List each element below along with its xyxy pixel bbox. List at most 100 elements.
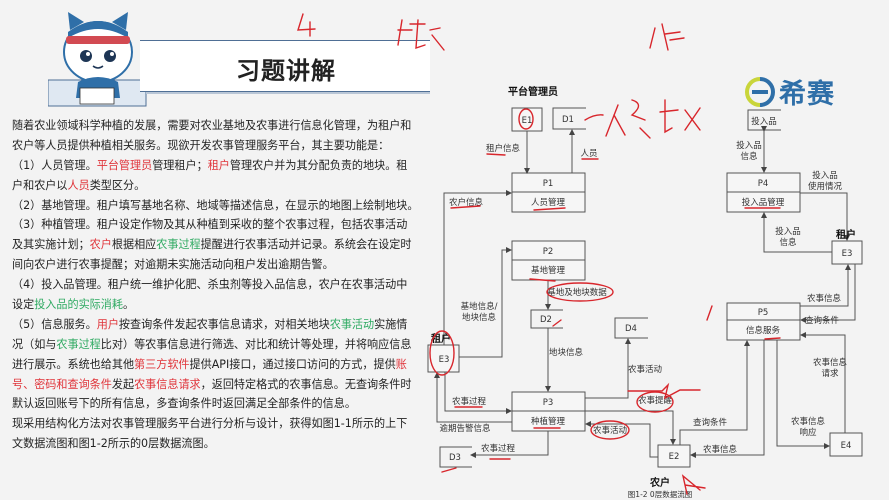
flow-input-usage — [800, 192, 850, 241]
text-segment: 进行展示。系统也给其他 — [12, 357, 135, 371]
process-p5 — [726, 302, 801, 341]
text-segment: 间向农户进行农事提醒；对逾期未实施活动向租户发出逾期告警。 — [12, 258, 334, 272]
highlighted-term: 农事过程 — [56, 337, 101, 351]
flow-farm-activity-2 — [585, 421, 658, 458]
text-segment: 。 — [122, 298, 135, 312]
p1-name: 人员管理 — [531, 197, 566, 208]
label-response-a: 农事信息 — [791, 416, 826, 427]
brand-logo: 希赛 — [745, 72, 835, 111]
p1-id: P1 — [543, 179, 554, 189]
question-line: 默认返回账号下的所有信息，多查询条件时返回满足全部条件的信息。 — [12, 394, 422, 414]
flow-request — [800, 332, 846, 433]
flow-farm-info-2 — [800, 264, 851, 307]
d2-id: D2 — [540, 315, 552, 325]
text-segment: （1）人员管理。 — [12, 158, 97, 172]
question-line: 随着农业领域科学种植的发展，需要对农业基地及农事进行信息化管理，为租户和 — [12, 116, 422, 136]
text-segment: 默认返回账号下的所有信息，多查询条件时返回满足全部条件的信息。 — [12, 397, 356, 411]
label-input-info-2b: 信息 — [779, 237, 797, 248]
flow-reminder — [585, 410, 676, 445]
flow-farm-process-2 — [470, 431, 549, 458]
text-segment: 随着农业领域科学种植的发展，需要对农业基地及农事进行信息化管理，为租户和 — [12, 119, 412, 132]
text-segment: （3）种植管理。租户设定作物及其从种植到采收的整个农事过程，包括农事活动 — [12, 218, 408, 232]
label-farm-reminder: 农事提醒 — [638, 395, 673, 406]
label-farm-process-1: 农事过程 — [452, 396, 487, 407]
label-query-1: 查询条件 — [693, 417, 728, 428]
p3-id: P3 — [543, 398, 554, 408]
question-line: 间向农户进行农事提醒；对逾期未实施活动向租户发出逾期告警。 — [12, 255, 422, 275]
label-farmer: 农户 — [649, 476, 670, 489]
mascot-cat-illustration — [48, 12, 147, 107]
question-line: 农户等人员提供种植相关服务。现欲开发农事管理服务平台，其主要功能是： — [12, 136, 422, 156]
text-segment: （4）投入品管理。租户统一维护化肥、杀虫剂等投入品信息，农户在农事活动中 — [12, 278, 408, 292]
handwritten-annotations — [297, 13, 781, 495]
text-segment: 况（如与 — [12, 337, 57, 351]
label-farm-activity-2: 农事活动 — [593, 425, 628, 436]
label-plot-info-a: 地块信息 — [462, 312, 497, 323]
e4-id: E4 — [841, 441, 852, 451]
flow-query-1 — [679, 340, 750, 445]
d4-id: D4 — [625, 324, 637, 334]
label-tenant-right: 租户 — [836, 228, 856, 241]
label-input-info-2a: 投入品 — [775, 226, 801, 237]
label-overdue-alert: 逾期告警信息 — [439, 423, 491, 434]
d1-id: D1 — [562, 115, 574, 125]
flow-overdue — [434, 372, 512, 423]
p4-name: 投入品管理 — [742, 197, 785, 208]
label-platform-admin: 平台管理员 — [508, 85, 558, 98]
question-line: 况（如与农事过程比对）等农事信息进行筛选、对比和统计等处理，并将响应信息 — [12, 335, 422, 355]
p5-name: 信息服务 — [746, 325, 781, 336]
flow-farmer-info — [443, 190, 512, 345]
text-segment: 发起 — [111, 377, 135, 391]
label-tenant-left: 租户 — [431, 332, 451, 345]
label-query-2: 查询条件 — [805, 315, 840, 326]
p2-id: P2 — [543, 247, 554, 257]
question-line: 及其实施计划；农户根据相应农事过程提醒进行农事活动并记录。系统会在设定时 — [12, 235, 422, 255]
e2-id: E2 — [669, 452, 680, 462]
highlighted-term: 农事活动 — [329, 317, 375, 331]
text-segment: 农户等人员提供种植相关服务。现欲开发农事管理服务平台，其主要功能是： — [12, 138, 390, 152]
flow-base-plot-info — [459, 247, 512, 358]
text-segment: （5）信息服务。 — [12, 317, 97, 331]
label-personnel: 人员 — [580, 149, 597, 159]
e3-right-id: E3 — [842, 249, 853, 259]
label-request-a: 农事信息 — [813, 357, 848, 368]
label-plot-info: 地块信息 — [549, 347, 584, 358]
highlighted-term: 农户 — [89, 238, 112, 252]
p2-name: 基地管理 — [531, 265, 566, 276]
p3-name: 种植管理 — [531, 416, 566, 427]
flow-input-info-2 — [761, 212, 832, 253]
d3-id: D3 — [449, 453, 461, 463]
text-segment: 提醒进行农事活动并记录。系统会在设定时 — [200, 238, 412, 252]
input-store-name: 投入品 — [751, 116, 777, 127]
store-d2 — [530, 309, 563, 329]
flow-query-2 — [800, 264, 856, 323]
text-segment: 提供API接口，通过接口访问的方式，提供 — [189, 357, 396, 371]
question-line: 户和农户以人员类型区分。 — [12, 176, 422, 196]
question-line: 号、密码和查询条件发起农事信息请求，返回特定格式的农事信息。无查询条件时 — [12, 375, 422, 395]
e1-id: E1 — [522, 116, 533, 126]
question-line: 设定投入品的实际消耗。 — [12, 295, 422, 315]
label-farm-info-1: 农事信息 — [703, 444, 738, 455]
text-segment: 按查询条件发起农事信息请求，对相关地块 — [118, 317, 330, 331]
label-response-b: 响应 — [799, 427, 817, 438]
entity-e4 — [829, 432, 863, 457]
label-request-b: 请求 — [821, 368, 839, 379]
label-input-usage-a: 投入品 — [812, 170, 838, 181]
question-line: 进行展示。系统也给其他第三方软件提供API接口，通过接口访问的方式，提供账 — [12, 355, 422, 375]
text-segment: 类型区分。 — [89, 178, 146, 192]
label-base-plot-data: 基地及地块数据 — [547, 287, 607, 298]
highlighted-term: 农事过程 — [156, 238, 201, 252]
label-input-info-1b: 信息 — [740, 151, 758, 162]
text-segment: ，返回特定格式的农事信息。无查询条件时 — [200, 377, 412, 391]
highlighted-term: 租户 — [207, 158, 230, 172]
label-farmer-info: 农户信息 — [449, 197, 484, 208]
text-segment: 管理农户并为其分配负责的地块。租 — [229, 158, 408, 172]
highlighted-term: 第三方软件 — [134, 357, 190, 371]
question-text: 随着农业领域科学种植的发展，需要对农业基地及农事进行信息化管理，为租户和农户等人… — [12, 116, 422, 454]
flow-farm-activity-1 — [585, 338, 631, 399]
text-segment: 比对）等农事信息进行筛选、对比和统计等处理，并将响应信息 — [100, 337, 412, 351]
figure-caption: 图1-2 0层数据流图 — [628, 489, 692, 499]
text-segment: 实施情 — [374, 317, 408, 331]
text-segment: 户和农户以 — [12, 178, 68, 192]
